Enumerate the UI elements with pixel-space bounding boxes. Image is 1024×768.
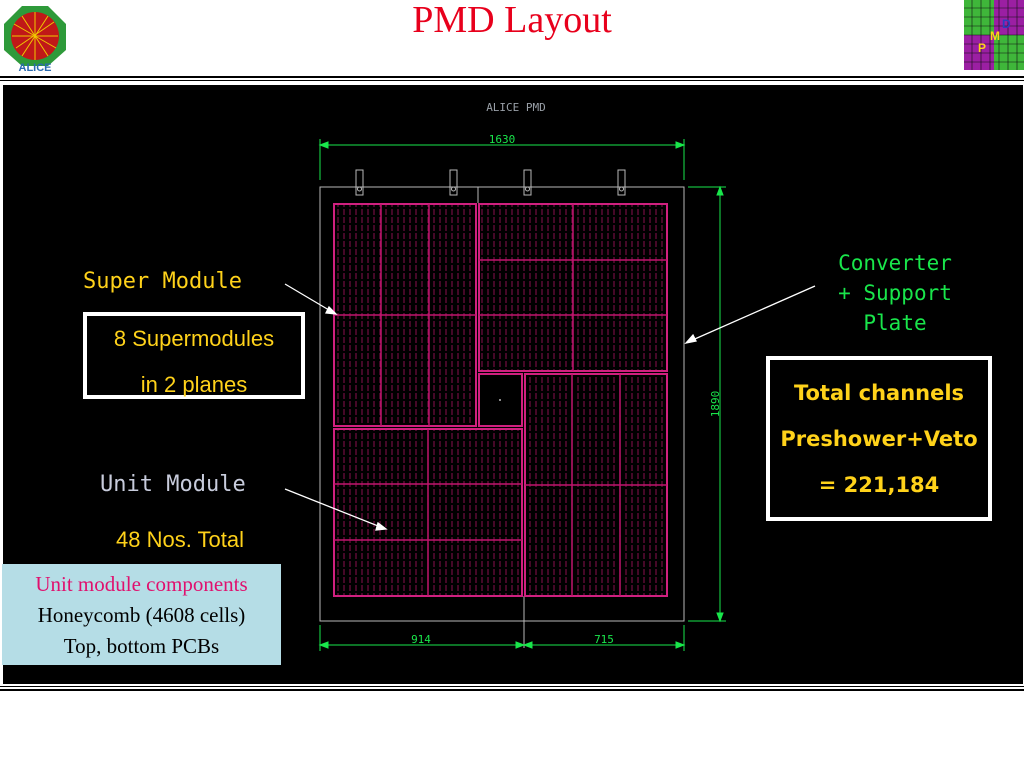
footer-rule-thin: [0, 686, 1024, 687]
page-title: PMD Layout: [412, 0, 612, 41]
footer-rule: [0, 689, 1024, 691]
unit-module-label: Unit Module: [100, 472, 246, 497]
header-rule: [0, 76, 1024, 78]
unit-module-count: 48 Nos. Total: [116, 527, 245, 552]
supermodule-grid: [333, 203, 668, 597]
svg-text:D: D: [1002, 17, 1011, 31]
dim-width-label: 1630: [489, 133, 516, 146]
unit-module-arrow: [284, 488, 384, 529]
dimension-lines: [318, 139, 726, 651]
dim-bottom-left-label: 914: [411, 633, 431, 646]
unit-components-box: Unit module components Honeycomb (4608 c…: [2, 564, 281, 665]
converter-label: Converter + Support Plate: [838, 251, 952, 335]
lifting-lugs: [355, 169, 626, 196]
supermodule-count-box: 8 Supermodules in 2 planes: [83, 312, 305, 399]
dim-height-label: 1890: [709, 391, 722, 418]
super-module-arrow: [284, 283, 335, 314]
alice-logo: ALICE: [2, 4, 68, 74]
dim-bottom-right-label: 715: [594, 633, 614, 646]
svg-text:ALICE: ALICE: [19, 62, 52, 72]
header-rule-thin: [0, 80, 1024, 81]
drawing-caption: ALICE PMD: [486, 101, 546, 114]
super-module-label: Super Module: [83, 269, 242, 294]
pmd-logo: P M D: [964, 0, 1024, 70]
converter-arrow: [687, 285, 816, 343]
total-channels-box: Total channels Preshower+Veto = 221,184: [766, 356, 992, 521]
support-plate-outline: [319, 186, 685, 622]
svg-text:M: M: [990, 29, 1000, 43]
svg-text:P: P: [978, 41, 986, 55]
